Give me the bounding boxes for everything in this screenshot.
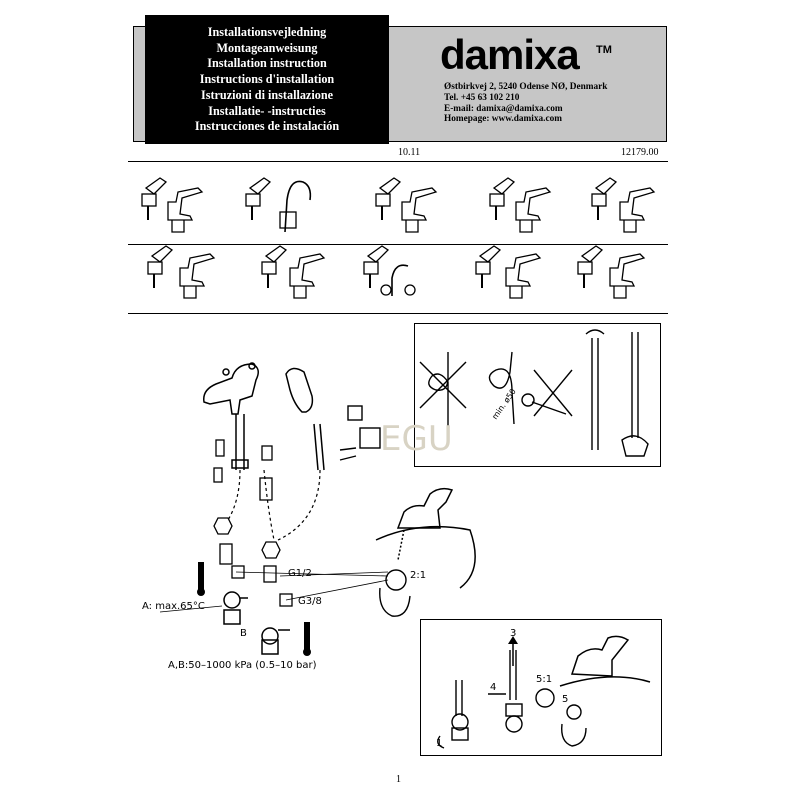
- connecting-hoses: [227, 469, 321, 541]
- thermometer-icon: [197, 562, 205, 596]
- hose-coil: [488, 351, 515, 425]
- step-4-label: 4: [490, 682, 496, 693]
- fittings: [213, 439, 293, 607]
- address-phone: Tel. +45 63 102 210: [444, 92, 520, 103]
- basin-mixer: [375, 487, 476, 589]
- valve-b-label: B: [240, 628, 247, 639]
- filter-detail: [535, 688, 587, 747]
- rule-middle: [128, 244, 668, 245]
- angle-valves: [223, 591, 290, 655]
- version-number: 10.11: [398, 147, 421, 158]
- thread-g38-label: G3/8: [298, 596, 322, 607]
- ratio-5-1-label: 5:1: [536, 674, 552, 685]
- hand-shower: [285, 367, 325, 471]
- step-5-label: 5: [562, 694, 568, 705]
- title-line-de: Montageanweisung: [216, 40, 318, 55]
- thermometer-icon-2: [303, 622, 311, 656]
- variant-8: [363, 245, 416, 296]
- page-number: 1: [396, 774, 401, 785]
- mixer-tap: [203, 362, 259, 470]
- step-3-label: 3: [510, 628, 516, 639]
- rule-bottom: [128, 313, 668, 314]
- address-street: Østbirkvej 2, 5240 Odense NØ, Denmark: [444, 82, 608, 92]
- leader-lines: [159, 571, 389, 613]
- address-homepage: Homepage: www.damixa.com: [444, 114, 563, 125]
- title-line-es: Instrucciones de instalación: [194, 119, 340, 134]
- brand-logo: damixa: [440, 31, 580, 78]
- title-lines: Installationsvejledning Montageanweisung…: [145, 15, 389, 135]
- hose-bend-wrong: [419, 352, 467, 426]
- hose-straight-wrong: [585, 329, 605, 450]
- ratio-2-1-label: 2:1: [410, 570, 426, 581]
- thread-g12-label: G1/2: [288, 568, 312, 579]
- maintenance-valve-right: [488, 650, 523, 733]
- brand-trademark: TM: [596, 44, 612, 56]
- watermark-text: EGU: [380, 419, 453, 459]
- company-address: Østbirkvej 2, 5240 Odense NØ, Denmark Te…: [444, 82, 607, 125]
- wall-bracket: [339, 405, 381, 461]
- rule-top: [128, 161, 668, 162]
- title-line-en: Installation instruction: [207, 56, 327, 71]
- title-line-nl: Installatie- -instructies: [208, 103, 326, 118]
- variant-2: [245, 177, 312, 233]
- title-line-it: Istruzioni di installazione: [200, 87, 334, 102]
- title-box: Installationsvejledning Montageanweisung…: [145, 15, 389, 144]
- maintenance-panel: [420, 619, 662, 756]
- document-number: 12179.00: [621, 147, 659, 158]
- basin-mixer-small: [559, 635, 651, 687]
- temperature-label: A: max.65°C: [142, 601, 205, 612]
- step-1-label: 1: [436, 738, 442, 749]
- arrow-up-icon: [508, 636, 518, 666]
- hose-straight-right: [621, 332, 649, 457]
- wrench-wrong: [521, 369, 573, 417]
- pressure-label: A,B:50–1000 kPa (0.5–10 bar): [168, 660, 317, 671]
- address-email: E-mail: damixa@damixa.com: [444, 103, 563, 114]
- title-line-da: Installationsvejledning: [207, 25, 327, 39]
- title-line-fr: Instructions d'installation: [199, 72, 335, 87]
- maintenance-valve-left: [437, 680, 469, 749]
- aerator-detail: [379, 569, 411, 617]
- hose-handling-panel: [414, 323, 661, 467]
